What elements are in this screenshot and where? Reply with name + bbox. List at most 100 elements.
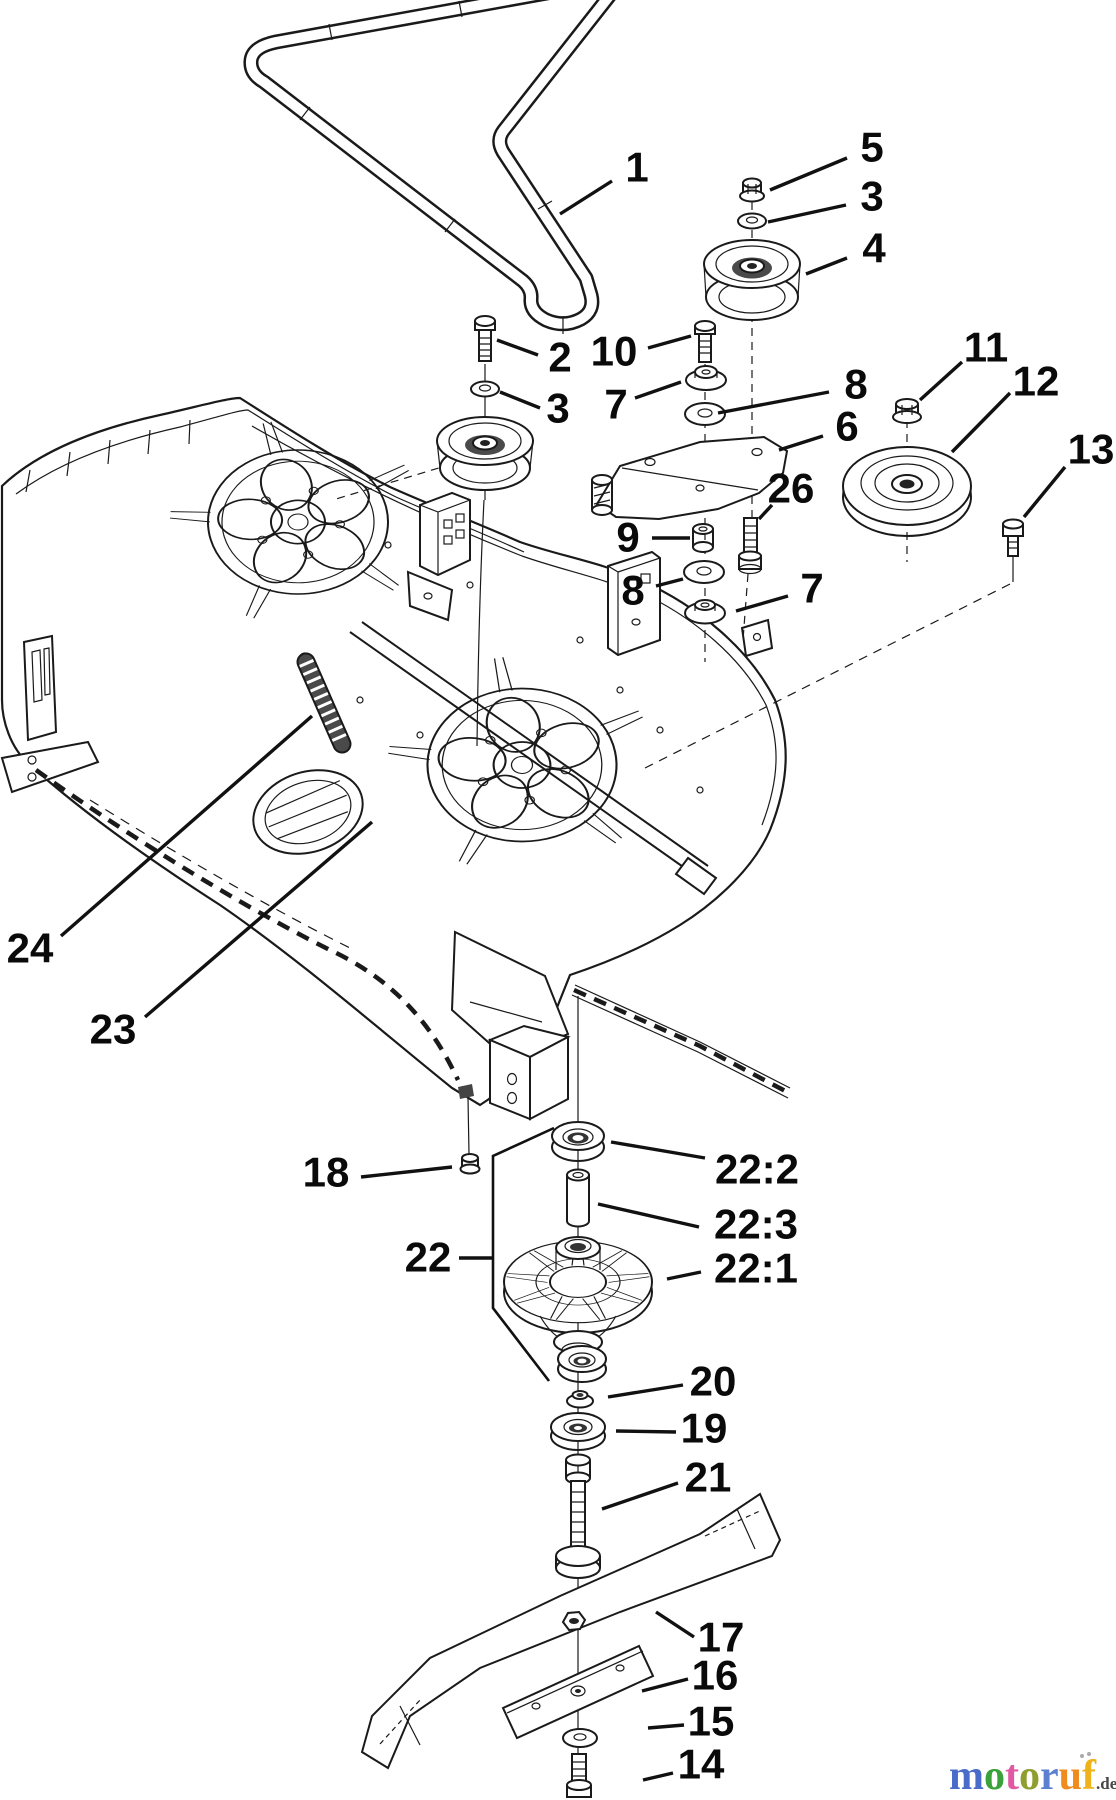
callout-2: 2 — [548, 334, 571, 381]
logo-dot-icon — [1080, 1754, 1084, 1758]
washer-15 — [562, 1728, 598, 1748]
leader-26 — [757, 503, 774, 521]
callout-23: 23 — [90, 1006, 137, 1053]
callout-24: 24 — [7, 925, 54, 972]
belt-guide-bracket — [406, 491, 471, 622]
callout-3a: 3 — [860, 173, 883, 220]
callout-11: 11 — [964, 324, 1008, 371]
washer-20 — [566, 1390, 594, 1409]
flat-idler-pulley-12 — [842, 446, 972, 537]
callout-22-1: 22:1 — [714, 1245, 798, 1292]
callout-12: 12 — [1013, 358, 1060, 405]
deck-holes — [356, 541, 704, 794]
leader-18 — [360, 1165, 453, 1179]
blade-stiffener-16 — [501, 1644, 655, 1740]
tension-arm-23 — [349, 621, 718, 896]
deck-tab-bracket — [740, 618, 774, 658]
idler-pulley-12-assembly — [842, 398, 1024, 557]
motoruf-logo-text[interactable]: motoruf.de — [949, 1753, 1116, 1799]
callout-16: 16 — [692, 1652, 739, 1699]
leader-13 — [1022, 465, 1067, 519]
callouts: 1 5 3 4 2 10 3 7 8 6 11 12 13 26 9 8 7 — [7, 124, 1115, 1788]
leader-6 — [778, 434, 824, 452]
leader-12 — [950, 391, 1012, 454]
bearing-lower — [557, 1345, 607, 1383]
callout-20: 20 — [690, 1358, 737, 1405]
bolt-2 — [474, 315, 496, 362]
leader-3b — [499, 390, 541, 410]
callout-6: 6 — [835, 403, 858, 450]
spacer-9 — [692, 523, 714, 553]
washer-3-right — [737, 212, 767, 230]
bolt-26 — [738, 517, 762, 575]
discharge-opening — [252, 769, 364, 855]
leader-14 — [642, 1771, 674, 1782]
idler-arm-plate-6 — [591, 435, 789, 521]
spacer-7-upper — [685, 365, 727, 391]
flat-idler-pulley-left — [436, 416, 534, 491]
spacer-7-lower — [684, 599, 726, 625]
spindle-housing-22-1 — [503, 1236, 653, 1358]
callout-8b: 8 — [621, 567, 644, 614]
spindle-mount — [450, 930, 571, 1175]
callout-19: 19 — [681, 1405, 728, 1452]
idler-assembly-right — [703, 177, 801, 321]
leader-7b — [735, 594, 789, 613]
cup-washer-19 — [550, 1412, 606, 1451]
mower-deck — [0, 396, 791, 1107]
leader-2 — [496, 338, 539, 357]
flange-nut-18 — [458, 1084, 481, 1175]
washer-8-lower — [683, 560, 725, 584]
idler-arm-hardware — [591, 320, 789, 625]
flange-nut-5 — [739, 177, 765, 203]
leader-24 — [59, 714, 314, 938]
bolt-14 — [566, 1753, 592, 1798]
spindle-assembly-22 — [491, 1121, 653, 1579]
logo-dot-icon — [1087, 1752, 1091, 1756]
leader-1 — [559, 179, 613, 216]
callout-10: 10 — [591, 328, 638, 375]
idler-spring-24 — [296, 652, 352, 754]
v-idler-pulley-4 — [703, 239, 801, 321]
leader-19 — [615, 1429, 677, 1434]
washer-3-left — [470, 380, 500, 398]
callout-22: 22 — [405, 1234, 452, 1281]
callout-13: 13 — [1068, 426, 1115, 473]
leader-11 — [918, 360, 964, 402]
leader-8b — [655, 577, 684, 588]
callout-22-2: 22:2 — [715, 1146, 799, 1193]
callout-14: 14 — [678, 1741, 725, 1788]
leader-4 — [805, 256, 848, 276]
leader-22-3 — [597, 1202, 700, 1229]
leader-16 — [641, 1677, 689, 1693]
deck-right-bracket — [607, 550, 661, 657]
spindle-bracket — [487, 1024, 571, 1121]
callout-1: 1 — [625, 144, 648, 191]
leader-20 — [607, 1383, 684, 1399]
leader-10 — [647, 334, 692, 350]
leader-15 — [647, 1723, 685, 1730]
leader-23 — [143, 820, 374, 1019]
callout-15: 15 — [688, 1698, 735, 1745]
callout-7b: 7 — [800, 565, 823, 612]
bearing-22-2 — [551, 1121, 605, 1162]
callout-18: 18 — [303, 1149, 350, 1196]
callout-21: 21 — [685, 1454, 732, 1501]
callout-7a: 7 — [604, 381, 627, 428]
leader-17 — [655, 1610, 695, 1639]
spacer-22-3 — [566, 1168, 590, 1228]
callout-5: 5 — [860, 124, 883, 171]
group-22-bracket-line — [491, 1126, 555, 1382]
callout-9: 9 — [616, 514, 639, 561]
leader-3a — [767, 203, 847, 224]
blade-bolt-21 — [555, 1453, 601, 1579]
leader-21 — [601, 1481, 679, 1511]
leader-5 — [769, 156, 848, 192]
bolt-10 — [694, 320, 716, 363]
callout-8a: 8 — [844, 361, 867, 408]
deck-left-bracket — [0, 634, 100, 794]
washer-8-upper — [684, 402, 726, 426]
motoruf-watermark[interactable]: motoruf.de — [949, 1752, 1116, 1799]
